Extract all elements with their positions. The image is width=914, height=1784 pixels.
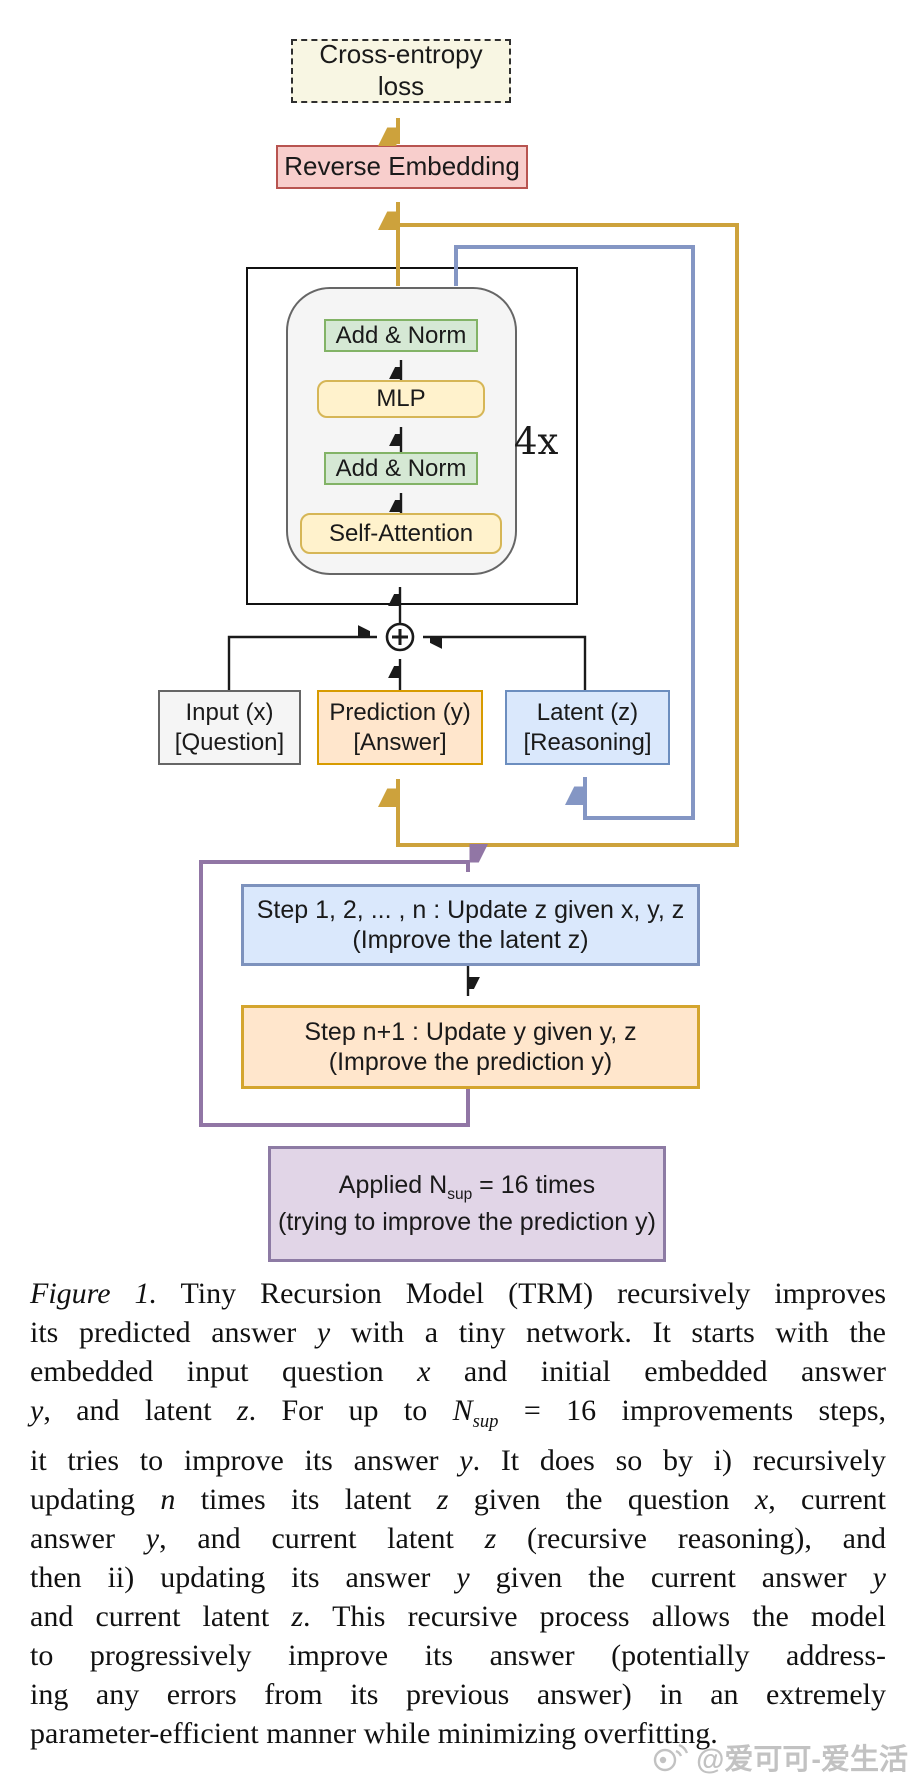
- step-update-y-line2: (Improve the prediction y): [328, 1048, 613, 1076]
- caption-line: to progressively improve its answer (pot…: [30, 1639, 886, 1672]
- caption-line: y, and latent z. For up to Nsup = 16 imp…: [30, 1394, 886, 1432]
- step-update-z-line2: (Improve the latent z): [352, 926, 589, 954]
- input-x-sublabel: [Question]: [174, 728, 285, 756]
- cross-entropy-loss-box: Cross-entropy loss: [291, 39, 511, 103]
- caption-line: embedded input question x and initial em…: [30, 1355, 886, 1388]
- step-update-z-box: Step 1, 2, ... , n : Update z given x, y…: [241, 884, 700, 966]
- step-update-z-line1: Step 1, 2, ... , n : Update z given x, y…: [256, 895, 685, 924]
- caption-line: and current latent z. This recursive pro…: [30, 1600, 886, 1633]
- applied-nsup-box: Applied Nsup = 16 times (trying to impro…: [268, 1146, 666, 1262]
- sum-node-icon: [385, 622, 415, 652]
- reverse-embedding-label: Reverse Embedding: [284, 151, 520, 182]
- mlp-label: MLP: [376, 385, 426, 413]
- add-norm-top-label: Add & Norm: [335, 321, 467, 349]
- repeat-4x-label: 4x: [514, 420, 559, 463]
- step-update-y-line1: Step n+1 : Update y given y, z: [304, 1017, 637, 1046]
- input-x-box: Input (x) [Question]: [158, 690, 301, 765]
- caption-line: Figure 1. Tiny Recursion Model (TRM) rec…: [30, 1277, 886, 1310]
- add-norm-bottom-label: Add & Norm: [335, 454, 467, 482]
- prediction-y-label: Prediction (y): [329, 699, 471, 727]
- latent-to-sum-wire: [423, 635, 587, 690]
- self-attention-box: Self-Attention: [300, 513, 502, 554]
- figure-caption: Figure 1. Tiny Recursion Model (TRM) rec…: [30, 1274, 886, 1753]
- cross-entropy-loss-label: Cross-entropy loss: [319, 39, 483, 101]
- mlp-box: MLP: [317, 380, 485, 418]
- weibo-icon: [653, 1743, 689, 1772]
- prediction-y-sublabel: [Answer]: [353, 728, 447, 756]
- caption-line: updating n times its latent z given the …: [30, 1483, 886, 1516]
- caption-line: its predicted answer y with a tiny netwo…: [30, 1316, 886, 1349]
- caption-line: answer y, and current latent z (recursiv…: [30, 1522, 886, 1555]
- latent-z-box: Latent (z) [Reasoning]: [505, 690, 670, 765]
- caption-line: it tries to improve its answer y. It doe…: [30, 1444, 887, 1477]
- add-norm-bottom-box: Add & Norm: [324, 452, 478, 485]
- caption-line: parameter-efficient manner while minimiz…: [30, 1717, 718, 1750]
- latent-z-sublabel: [Reasoning]: [523, 728, 652, 756]
- prediction-y-box: Prediction (y) [Answer]: [317, 690, 483, 765]
- caption-line: ing any errors from its previous answer)…: [30, 1678, 886, 1711]
- input-x-label: Input (x): [185, 699, 274, 727]
- reverse-embedding-box: Reverse Embedding: [276, 145, 528, 189]
- self-attention-label: Self-Attention: [328, 519, 474, 547]
- watermark: @爱可可-爱生活: [652, 1736, 908, 1778]
- latent-z-label: Latent (z): [536, 699, 639, 727]
- caption-line: then ii) updating its answer y given the…: [30, 1561, 886, 1594]
- watermark-text: @爱可可-爱生活: [696, 1744, 908, 1776]
- step-update-y-box: Step n+1 : Update y given y, z (Improve …: [241, 1005, 700, 1089]
- add-norm-top-box: Add & Norm: [324, 319, 478, 352]
- applied-nsup-line1: Applied Nsup = 16 times: [338, 1170, 596, 1203]
- input-to-sum-wire: [227, 637, 377, 690]
- applied-nsup-line2: (trying to improve the prediction y): [278, 1207, 656, 1236]
